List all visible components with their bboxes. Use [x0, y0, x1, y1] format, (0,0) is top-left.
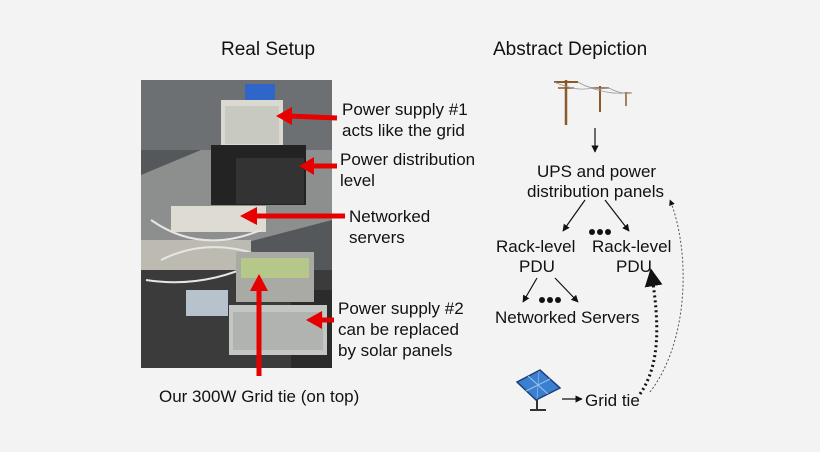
rack1-label-line2: PDU [519, 257, 555, 276]
gridtie-label: Grid tie [585, 391, 640, 410]
utility-pole-icon [553, 80, 633, 125]
ups-label-line1: UPS and power [537, 162, 657, 181]
arrow-rack1-to-servers-right [554, 277, 579, 303]
pdl-label-line2: level [340, 171, 375, 190]
red-arrows [240, 107, 345, 376]
ps2-label-line2: can be replaced [338, 320, 459, 339]
rack2-label-line1: Rack-level [592, 237, 672, 256]
arrow-rack1-to-servers-left [522, 277, 538, 303]
arrow-gridtie-head [250, 274, 268, 291]
pdl-label-line1: Power distribution [340, 150, 476, 169]
arrow-ups-to-rack1 [562, 199, 586, 232]
rack1-label-line1: Rack-level [496, 237, 576, 256]
abstract-depiction-title: Abstract Depiction [493, 39, 648, 60]
arrow-ps2-head [306, 311, 322, 329]
servers-label: Networked Servers [495, 308, 640, 327]
ps1-label-line2: acts like the grid [342, 121, 465, 140]
ns-label-line1: Networked [349, 207, 431, 226]
gridtie-caption: Our 300W Grid tie (on top) [159, 387, 360, 406]
ns-label-line2: servers [349, 228, 405, 247]
real-setup-title: Real Setup [221, 39, 316, 60]
ups-label-line2: distribution panels [527, 182, 665, 201]
rack2-label-line2: PDU [616, 257, 652, 276]
arrow-ps1 [287, 113, 338, 121]
arrow-ups-to-rack2 [604, 199, 630, 232]
solar-panel-icon [515, 369, 562, 411]
setup-photo [141, 80, 332, 368]
ps2-label-line3: by solar panels [338, 341, 453, 360]
ellipsis-dots-rack [589, 229, 611, 235]
dotted-arrow-gridtie-to-rack [638, 268, 663, 395]
dotted-arrow-gridtie-to-ups [649, 199, 684, 393]
arrow-ps1-head [276, 107, 292, 125]
arrow-pdl-head [299, 157, 314, 175]
arrow-ns-head [240, 207, 257, 225]
ps2-label-line1: Power supply #2 [338, 299, 464, 318]
ellipsis-dots-servers [539, 297, 561, 303]
ps1-label-line1: Power supply #1 [342, 100, 468, 119]
